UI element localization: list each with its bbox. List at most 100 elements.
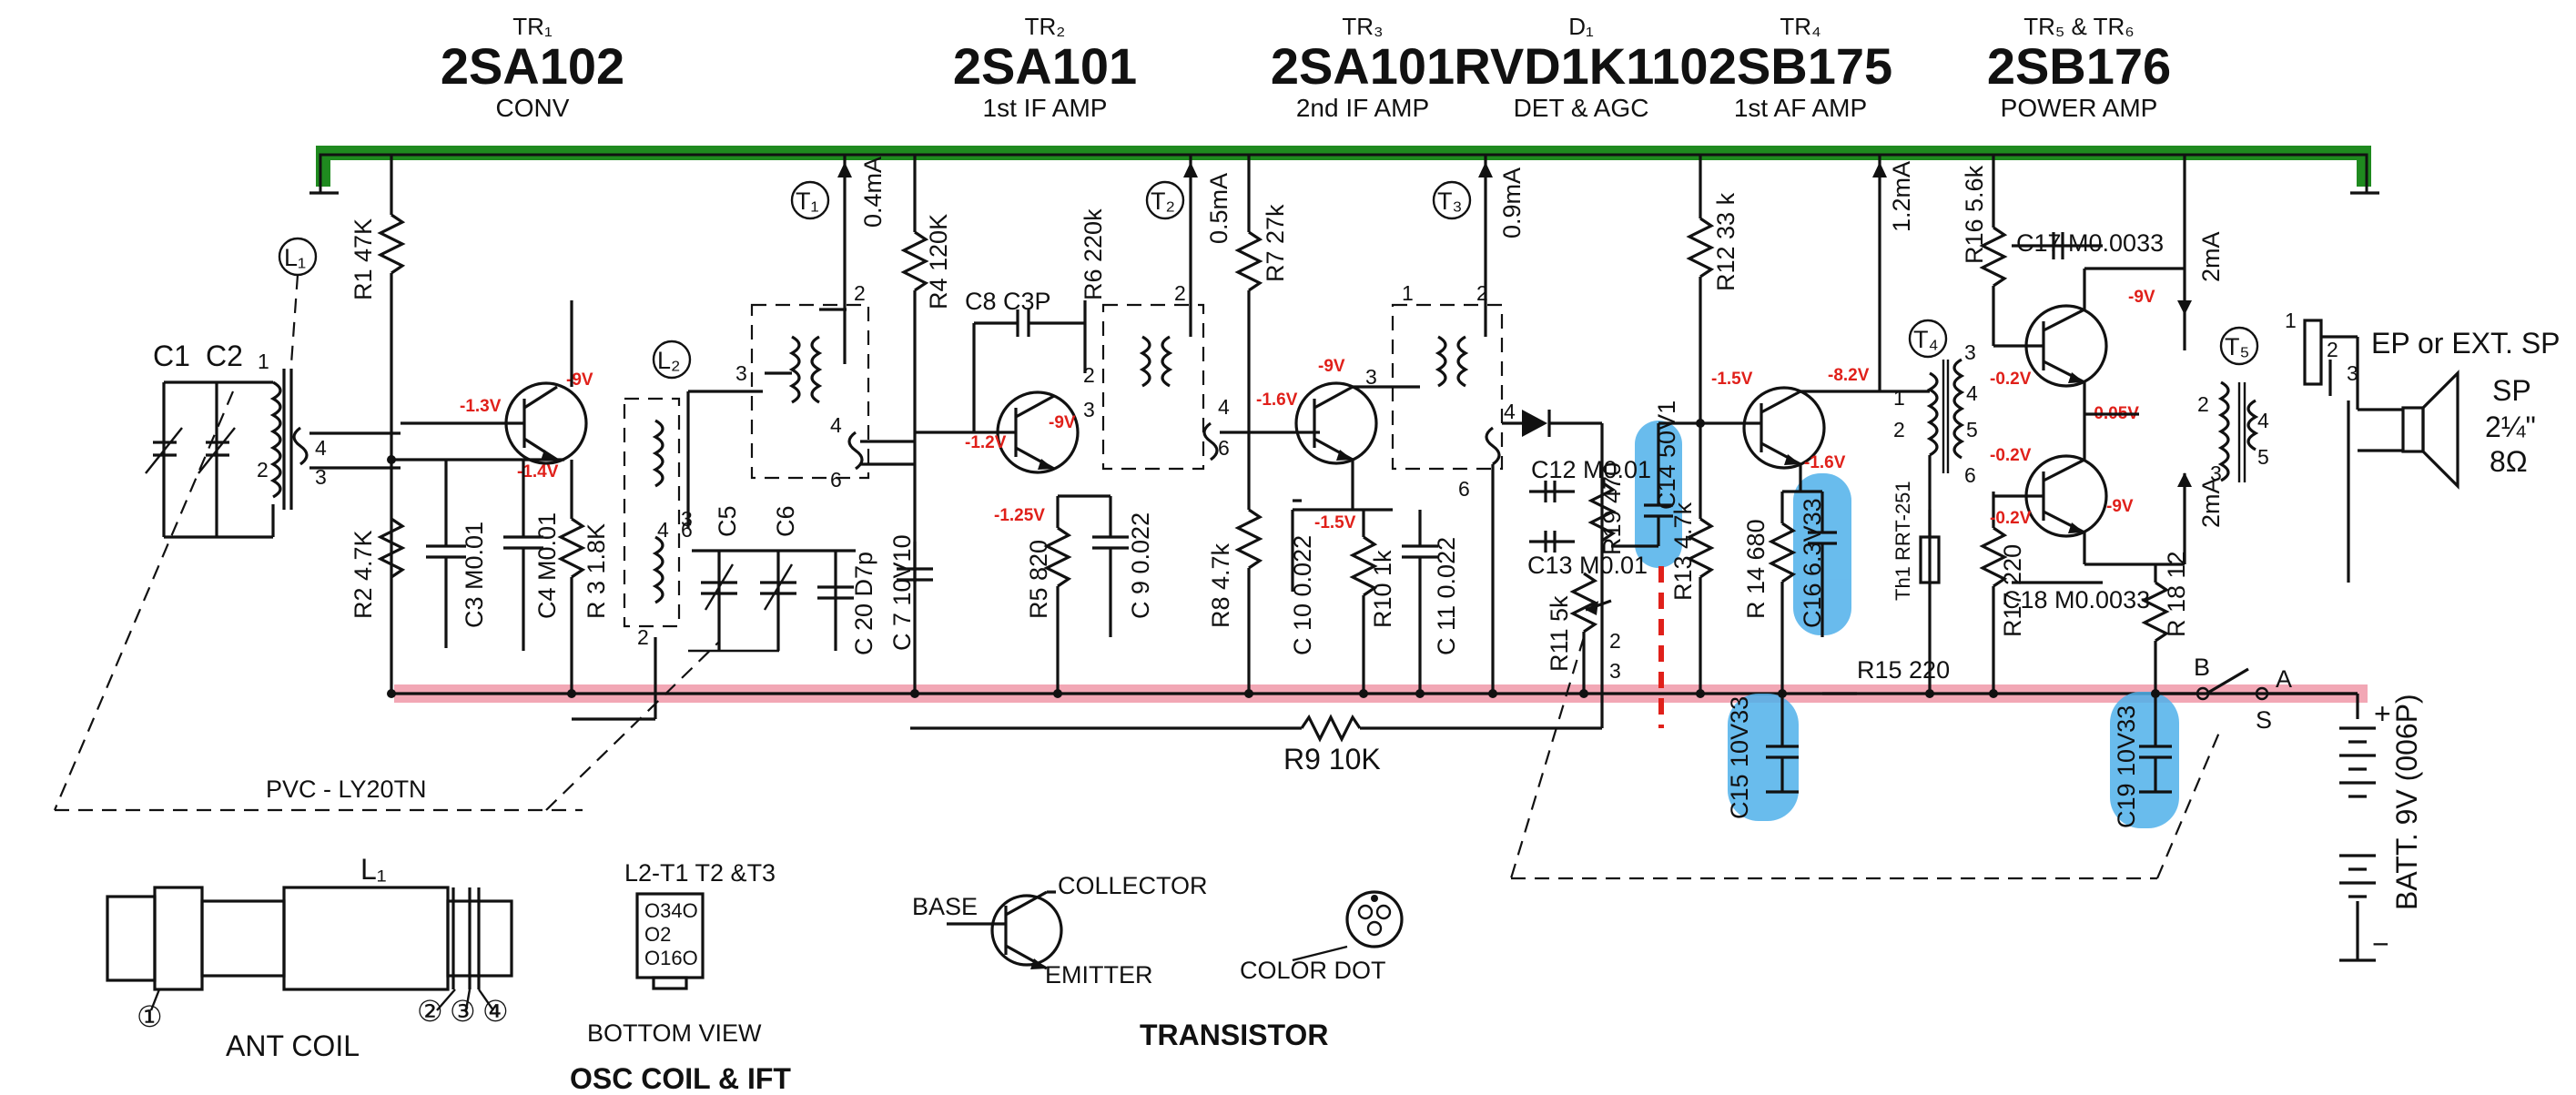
svg-text:3: 3 — [681, 507, 693, 531]
r10-label: R10 1k — [1369, 550, 1396, 628]
svg-text:2: 2 — [257, 458, 269, 482]
battery-label: BATT. 9V (006P) — [2390, 694, 2423, 910]
c19-label: C19 10V33 — [2113, 705, 2140, 828]
voltage: -1.5V — [1711, 370, 1753, 389]
stage-function: DET & AGC — [1514, 94, 1649, 122]
battery: + − — [2339, 697, 2391, 962]
voltage: -1.6V — [1804, 453, 1846, 472]
transistor-symbol — [990, 894, 1063, 967]
t4-label: T₄ — [1913, 326, 1939, 353]
svg-text:3: 3 — [1365, 365, 1377, 389]
collector-label: COLLECTOR — [1058, 872, 1208, 899]
voltage: -8.2V — [1828, 366, 1870, 385]
svg-text:4: 4 — [315, 436, 327, 460]
stage-headers: TR₁ 2SA102 CONV TR₂ 2SA101 1st IF AMP TR… — [441, 13, 2171, 122]
c10-label: C 10 0.022 — [1289, 535, 1316, 655]
voltage: -9V — [1049, 413, 1076, 432]
r1-label: R1 47K — [350, 218, 377, 300]
c12-label: C12 M0.01 — [1531, 456, 1651, 483]
voltage: -1.2V — [965, 433, 1007, 452]
ant-coil-ref: L₁ — [360, 853, 387, 886]
stage-ref: TR₄ — [1780, 13, 1820, 40]
svg-text:4: 4 — [1218, 395, 1230, 419]
svg-text:4: 4 — [657, 518, 669, 542]
tr2-first-if-stage: R4 120K C 7 10V10 -1.2V -9V -1.25V 2 3 C… — [888, 155, 1154, 698]
tr6-current: 2mA — [2197, 477, 2225, 528]
c18-label: C18 M0.0033 — [2003, 586, 2150, 613]
svg-text:6: 6 — [1964, 463, 1976, 487]
tr4-transistor — [1742, 386, 1826, 470]
c20-label: C 20 D7p — [850, 552, 877, 655]
c7-label: C 7 10V10 — [888, 534, 916, 651]
color-dot-label: COLOR DOT — [1240, 957, 1386, 984]
tr4-first-af-stage: C14 50V1 R12 33 k R13 4.7k -1.5V -8.2V -… — [1611, 155, 2026, 819]
th1-label: Th1 RRT-251 — [1891, 481, 1914, 601]
voltage: -0.2V — [1990, 370, 2032, 389]
svg-text:2: 2 — [2197, 392, 2209, 416]
voltage: -9V — [1318, 357, 1345, 376]
legend-osc-coil: L2-T1 T2 &T3 O34O O2 O16O BOTTOM VIEW OS… — [570, 859, 791, 1095]
tr5-current: 2mA — [2197, 231, 2225, 282]
stage-part: 2SA102 — [441, 37, 624, 95]
l1-label: L₁ — [284, 244, 306, 271]
stage-ref: TR₃ — [1342, 13, 1383, 40]
t5-label: T₅ — [2225, 333, 2249, 360]
r7-label: R7 27k — [1262, 204, 1289, 282]
r8-label: R8 4.7k — [1207, 542, 1234, 628]
tr3-current: 0.9mA — [1498, 167, 1526, 238]
c2-label: C2 — [206, 340, 243, 372]
svg-text:5: 5 — [2257, 445, 2269, 469]
svg-text:6: 6 — [830, 468, 842, 492]
stage-ref: TR₅ & TR₆ — [2023, 13, 2135, 40]
svg-text:4: 4 — [1966, 381, 1978, 405]
svg-text:6: 6 — [1218, 436, 1230, 460]
svg-text:4: 4 — [1504, 400, 1516, 423]
emitter-label: EMITTER — [1045, 961, 1153, 989]
sp-label: SP — [2492, 374, 2531, 407]
r5-label: R5 820 — [1025, 540, 1052, 619]
osc-coil-title: OSC COIL & IFT — [570, 1062, 791, 1095]
svg-text:3: 3 — [315, 465, 327, 489]
t2-label: T₂ — [1151, 188, 1175, 215]
svg-text:2: 2 — [854, 281, 866, 305]
osc-pin-row: O2 — [644, 923, 671, 946]
stage-function: CONV — [496, 94, 570, 122]
svg-text:2: 2 — [2327, 338, 2338, 361]
stage-part: 2SA101 — [953, 37, 1137, 95]
power-amp-stage: -0.2V -9V -0.2V -0.2V -0.05V -9V C17 M0.… — [1990, 155, 2269, 828]
stage-ref: TR₂ — [1025, 13, 1066, 40]
ant-pin: ② — [417, 995, 443, 1028]
svg-text:1: 1 — [1402, 281, 1414, 305]
voltage: -9V — [2106, 497, 2134, 516]
svg-text:1: 1 — [2285, 309, 2297, 332]
osc-pins-title: L2-T1 T2 &T3 — [624, 859, 776, 887]
r15-label: R15 220 — [1857, 656, 1950, 684]
svg-text:1: 1 — [1893, 386, 1905, 410]
stage-function: 2nd IF AMP — [1296, 94, 1429, 122]
sp-size: 2¼" — [2485, 411, 2536, 443]
voltage: -1.5V — [1314, 513, 1356, 532]
ant-pin: ① — [137, 1000, 163, 1033]
osc-pin-row: O34O — [644, 899, 698, 922]
sp-impedance: 8Ω — [2490, 445, 2528, 478]
c8-label: C8 C3P — [965, 288, 1051, 315]
ep-label: EP or EXT. SP — [2371, 327, 2561, 360]
osc-pin-row: O16O — [644, 947, 698, 969]
svg-text:2: 2 — [1609, 629, 1621, 653]
tr1-converter-stage: -1.3V -9V -1.4V R1 47K R2 4.7K C3 M0.01 … — [350, 155, 610, 698]
stage-function: POWER AMP — [2001, 94, 2158, 122]
r6-label: R6 220k — [1080, 208, 1107, 300]
c1-label: C1 — [153, 340, 190, 372]
legend-ant-coil: L₁ ① ② ③ ④ ANT COIL — [106, 853, 513, 1062]
r3-label: R 3 1.8K — [583, 523, 610, 619]
tr1-current: 0.4mA — [859, 157, 887, 228]
t2-ift: T₂ 0.5mA 2 4 6 — [1101, 155, 1232, 471]
voltage: -1.3V — [460, 397, 502, 416]
svg-text:3: 3 — [1609, 659, 1621, 683]
tr3-second-if-stage: R7 27k R8 4.7k -1.6V -9V -1.5V 3 C 10 0.… — [910, 155, 1602, 776]
bottom-view-label: BOTTOM VIEW — [587, 1019, 762, 1047]
c15-label: C15 10V33 — [1726, 696, 1753, 819]
r14-label: R 14 680 — [1742, 519, 1770, 619]
stage-function: 1st IF AMP — [983, 94, 1108, 122]
